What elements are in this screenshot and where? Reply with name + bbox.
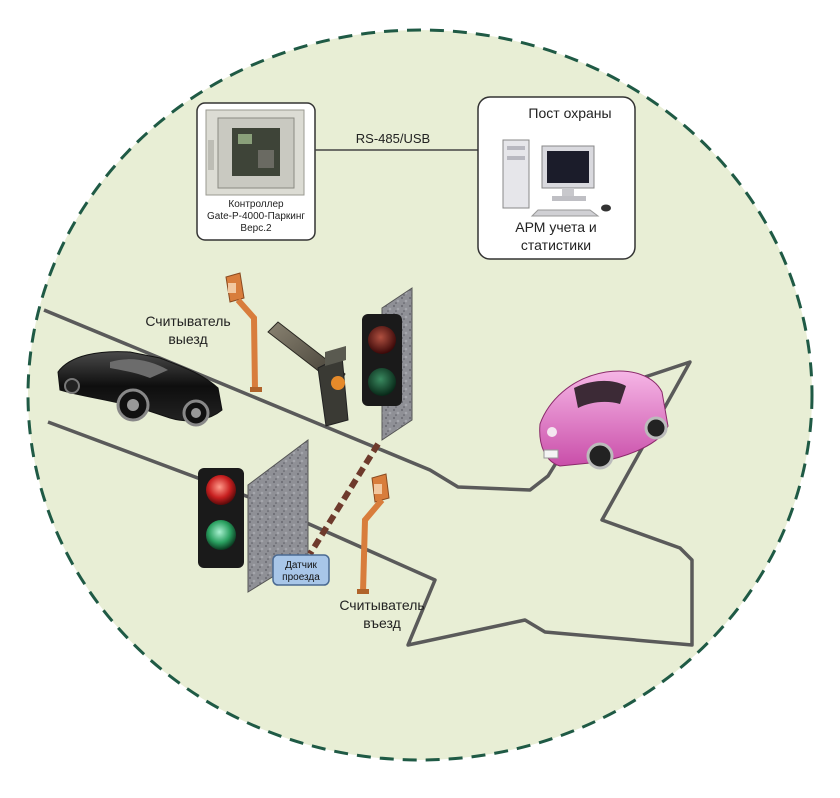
entry-reader-label-line2: въезд [363,615,400,631]
controller-label-line1: Контроллер [228,199,284,210]
exit-reader-label-line1: Считыватель [145,313,230,329]
guard-post-line1: АРМ учета и [515,219,596,235]
barrier-gate-icon [267,321,349,427]
guard-post-title: Пост охраны [528,105,611,121]
sensor-label-line1: Датчик [285,560,317,571]
controller-cabinet-icon [205,109,305,196]
guard-post-box: Пост охраны АРМ учета и статистики [477,96,636,260]
controller-box: Контроллер Gate-P-4000-Паркинг Верс.2 [196,102,316,241]
road-outline [43,308,694,647]
computer-workstation-icon [502,139,611,217]
controller-label-line3: Верс.2 [240,223,272,234]
lower-green-signal [206,520,236,550]
entry-reader-post [357,473,390,594]
pink-car-icon [539,370,669,470]
controller-label-line2: Gate-P-4000-Паркинг [207,211,305,222]
black-sports-car-icon [57,351,223,427]
upper-traffic-light [362,287,413,441]
rs485-link-label: RS-485/USB [356,131,430,146]
lower-traffic-light [198,439,309,593]
sensor-beam [307,442,381,556]
exit-reader-post [225,272,262,392]
passage-sensor-box: Датчик проезда [272,554,330,586]
exit-reader-label-line2: выезд [168,331,207,347]
entry-reader-label-line1: Считыватель [339,597,424,613]
guard-post-line2: статистики [521,237,591,253]
upper-red-signal [368,326,396,354]
sensor-label-line2: проезда [282,572,320,583]
lower-red-signal [206,475,236,505]
upper-green-signal [368,368,396,396]
